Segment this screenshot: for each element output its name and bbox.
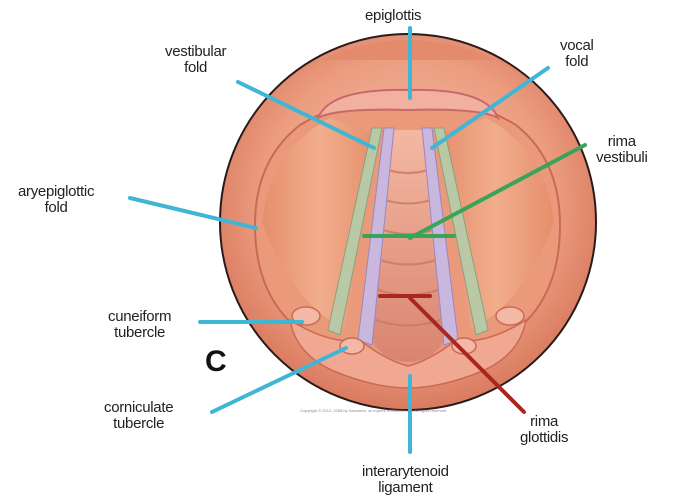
epiglottis-rim — [316, 88, 500, 121]
label-vocal-fold-line1: vocal — [560, 37, 594, 54]
label-aryepiglottic-fold-line1: aryepiglottic — [18, 183, 95, 200]
label-vocal-fold: vocal fold — [560, 38, 594, 70]
label-aryepiglottic-fold-line2: fold — [44, 199, 68, 216]
label-vocal-fold-line2: fold — [565, 53, 589, 70]
label-cuneiform-tubercle-line2: tubercle — [114, 324, 166, 341]
label-rima-vestibuli: rima vestibuli — [596, 134, 648, 166]
label-vestibular-fold-line1: vestibular — [165, 43, 227, 60]
label-rima-vestibuli-line1: rima — [607, 133, 636, 150]
panel-letter: C — [205, 345, 227, 378]
pointer-aryepiglottic-fold — [128, 196, 258, 230]
label-interarytenoid-ligament-line2: ligament — [378, 479, 433, 496]
label-interarytenoid-ligament: interarytenoid ligament — [362, 464, 449, 496]
pointer-vestibular-fold — [236, 80, 376, 150]
copyright-notice: Copyright © 2012, 2008 by Saunders, an i… — [300, 408, 448, 413]
pointer-vocal-fold — [430, 66, 550, 150]
label-epiglottis: epiglottis — [365, 7, 422, 24]
label-rima-glottidis-line1: rima — [530, 413, 559, 430]
right-vestibular-fold — [433, 127, 489, 336]
pointer-corniculate-tubercle — [210, 346, 348, 414]
label-rima-glottidis-line2: glottidis — [520, 429, 569, 446]
label-aryepiglottic-fold: aryepiglottic fold — [18, 184, 94, 216]
pointer-lines — [128, 26, 587, 454]
tracheal-rings — [375, 169, 441, 327]
label-vestibular-fold-line2: fold — [184, 59, 208, 76]
label-corniculate-tubercle-line1: corniculate — [104, 399, 174, 416]
arytenoid-region — [288, 318, 528, 389]
label-cuneiform-tubercle-line1: cuneiform — [108, 308, 172, 325]
label-rima-vestibuli-line2: vestibuli — [596, 149, 648, 166]
pointer-rima-glottidis — [408, 296, 526, 414]
label-rima-glottidis: rima glottidis — [520, 414, 568, 446]
pointer-rima-vestibuli — [408, 143, 587, 240]
label-interarytenoid-ligament-line1: interarytenoid — [362, 463, 449, 480]
label-corniculate-tubercle-line2: tubercle — [113, 415, 165, 432]
left-corniculate-tubercle — [339, 337, 365, 355]
left-vestibular-fold — [327, 127, 383, 336]
label-cuneiform-tubercle: cuneiform tubercle — [108, 309, 171, 341]
label-vestibular-fold: vestibular fold — [165, 43, 227, 76]
right-cuneiform-tubercle — [495, 306, 525, 326]
label-corniculate-tubercle: corniculate tubercle — [104, 399, 174, 432]
